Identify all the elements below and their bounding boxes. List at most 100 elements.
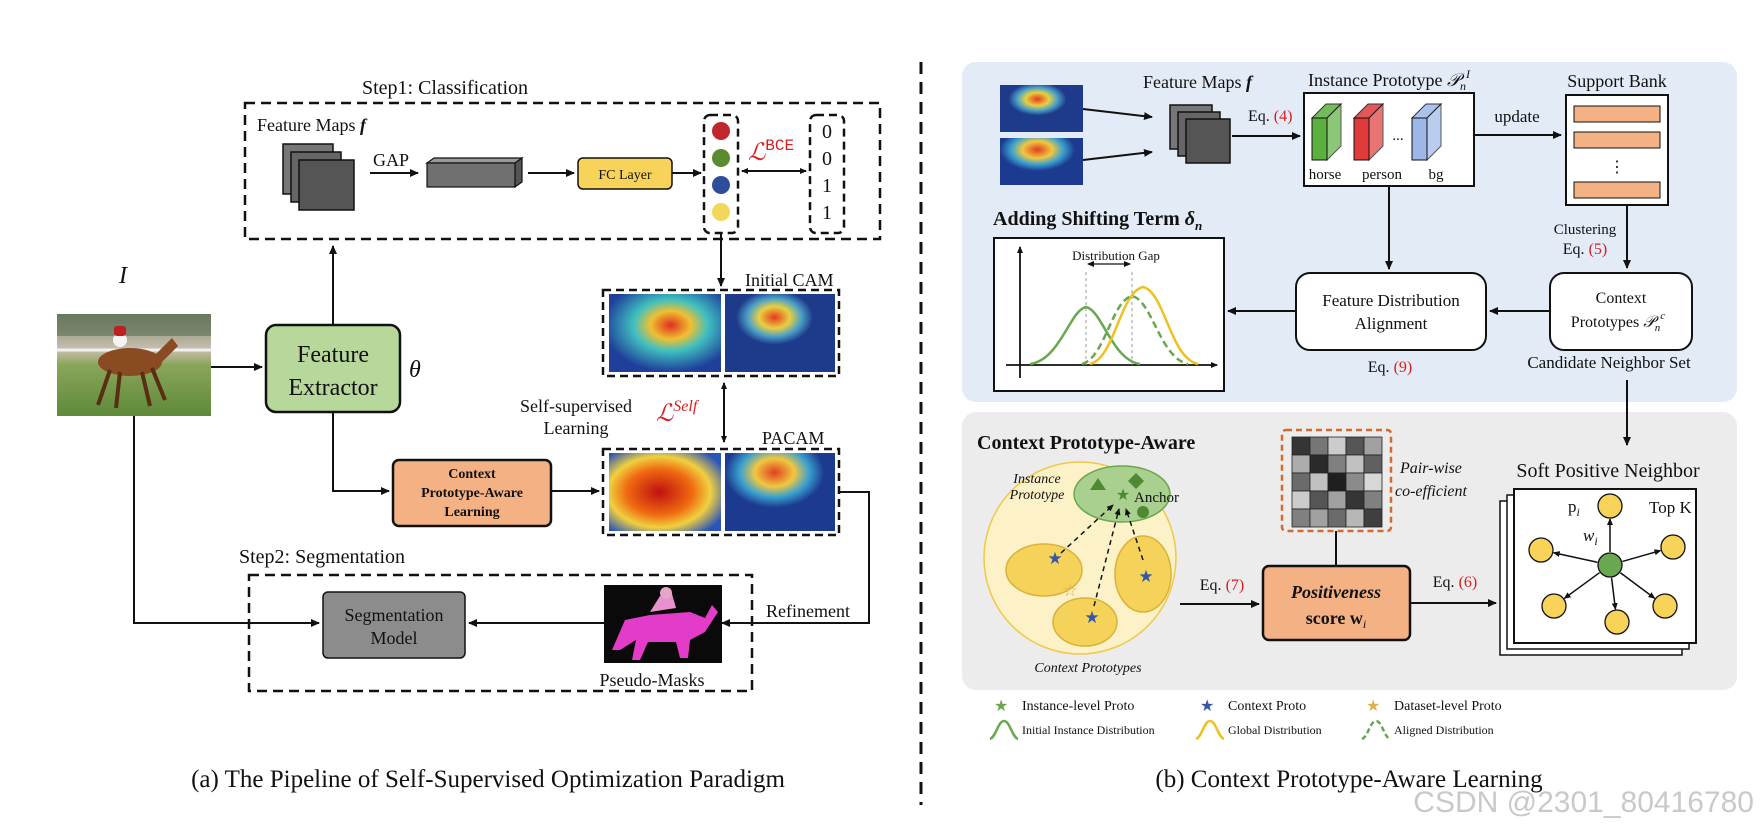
legend-label: Initial Instance Distribution [1022, 723, 1155, 737]
instance-circle-icon [1137, 506, 1149, 518]
heatmap-cell [1309, 436, 1329, 456]
initial-distribution-curve [1029, 305, 1141, 366]
heatmap-cell [1309, 454, 1329, 474]
step2-title: Step2: Segmentation [239, 546, 405, 568]
neighbor-edge [1619, 572, 1656, 599]
neighbor-node [1541, 593, 1567, 619]
fda-box [1295, 272, 1487, 351]
extractor-line2: Extractor [288, 375, 377, 401]
dashed-link [1060, 504, 1114, 554]
step1-title: Step1: Classification [362, 77, 528, 99]
neighbor-node [1660, 534, 1686, 560]
heatmap-cell [1363, 454, 1383, 474]
anchor-label: Anchor [1134, 490, 1179, 506]
left-panel: Step1: Classification Feature Maps f GAP… [57, 77, 882, 793]
neighbor-edge [1552, 551, 1598, 563]
pseudo-masks-label: Pseudo-Masks [599, 670, 704, 690]
heatmap-cell [1309, 472, 1329, 492]
legend-curve-icon [1195, 719, 1225, 741]
positiveness-line1: Positiveness [1290, 582, 1381, 602]
neighbor-node [1528, 537, 1554, 563]
gap-label: GAP [373, 150, 409, 170]
segmentation-model-box [322, 591, 466, 659]
heatmap-cell [1363, 508, 1383, 528]
legend-dashed-curve-icon [1361, 719, 1391, 741]
right-caption: (b) Context Prototype-Aware Learning [1155, 766, 1543, 793]
initial-cam-box [601, 288, 841, 378]
neighbor-node [1597, 493, 1623, 519]
heatmap-cell [1291, 436, 1311, 456]
feature-maps-label: Feature Maps f [257, 115, 368, 135]
instance-diamond-icon [1128, 473, 1144, 489]
pairwise-heatmap [1291, 436, 1383, 528]
global-distribution-curve [1089, 285, 1199, 366]
heatmap-cell [1309, 508, 1329, 528]
heatmap-cell [1345, 508, 1365, 528]
heatmap-cell [1309, 490, 1329, 510]
instance-prototype-label-1: Instance [1012, 472, 1060, 487]
context-star-icon: ★ [1138, 567, 1153, 586]
anchor-node [1597, 552, 1623, 578]
pseudo-mask-image [604, 585, 722, 663]
watermark: CSDN @2301_80416780 [1413, 786, 1754, 819]
heatmap-cell [1345, 472, 1365, 492]
class-score-dot [712, 122, 730, 140]
cpal-line2: Prototype-Aware [421, 486, 523, 501]
heatmap-cell [1363, 436, 1383, 456]
ctx-proto-line1: Context [1596, 290, 1647, 307]
support-bank-slot [1573, 131, 1661, 149]
support-bank-ellipsis: ⋮ [1609, 159, 1625, 176]
context-subcluster-3 [1114, 535, 1172, 613]
pairwise-line2: co-efficient [1395, 483, 1468, 500]
aligned-distribution-curve [1081, 294, 1189, 366]
prototype-bar [1410, 102, 1443, 162]
fda-line1: Feature Distribution [1322, 291, 1460, 310]
legend-label: Instance-level Proto [1022, 699, 1134, 714]
label-value: 1 [822, 202, 832, 224]
dashed-link [1093, 508, 1121, 607]
neighbor-node [1604, 609, 1630, 635]
dataset-star-icon: ☆ [1062, 581, 1077, 600]
refinement-label: Refinement [766, 601, 850, 621]
shifting-term-title: Adding Shifting Term δn [993, 208, 1202, 233]
arrow-thumb2 [1082, 148, 1153, 161]
prototype-label: person [1362, 167, 1402, 183]
instance-proto-title: Instance Prototype 𝒫nI [1308, 67, 1471, 93]
eq4-label: Eq. (4) [1248, 108, 1292, 125]
heatmap-cell [1363, 490, 1383, 510]
label-value: 1 [822, 175, 832, 197]
legend-label: Dataset-level Proto [1394, 699, 1502, 714]
neighbor-edge [1622, 549, 1662, 563]
legend-star-icon: ★ [1200, 698, 1214, 715]
arrow-image-to-seg [133, 416, 320, 627]
heatmap-cell [1291, 472, 1311, 492]
legend-label: Aligned Distribution [1394, 723, 1494, 737]
legend-curve-icon [989, 719, 1019, 741]
candidate-set-label: Candidate Neighbor Set [1527, 353, 1691, 372]
context-prototypes-box [1549, 272, 1693, 351]
right-panel: Feature Maps f Eq. (4) Instance Prototyp… [962, 62, 1737, 793]
positiveness-box [1261, 564, 1412, 642]
feature-maps-stack [282, 143, 355, 211]
update-label: update [1494, 107, 1539, 126]
pacam-image-1 [609, 453, 721, 531]
soft-neighbor-title: Soft Positive Neighbor [1516, 460, 1700, 482]
context-star-icon: ★ [1084, 608, 1099, 627]
distribution-gap-label: Distribution Gap [1072, 248, 1160, 263]
support-bank-slot [1573, 181, 1661, 199]
instance-prototype-label-2: Prototype [1009, 488, 1065, 503]
instance-triangle-icon [1090, 478, 1106, 490]
prototype-label: ... [1392, 128, 1403, 144]
context-subcluster-2 [1052, 597, 1118, 647]
refinement-arrow [721, 491, 870, 627]
eq9-label: Eq. (9) [1368, 359, 1412, 376]
gap-vector [425, 156, 524, 189]
class-score-dot [712, 176, 730, 194]
legend: ★Instance-level Proto★Context Proto★Data… [989, 698, 1502, 741]
initial-cam-image-1 [609, 294, 721, 372]
self-sup-line1: Self-supervised [520, 396, 632, 416]
support-bank-slot [1573, 105, 1661, 123]
step2-box [247, 573, 754, 693]
input-image [57, 314, 211, 416]
bce-loss: ℒBCE [748, 137, 794, 166]
